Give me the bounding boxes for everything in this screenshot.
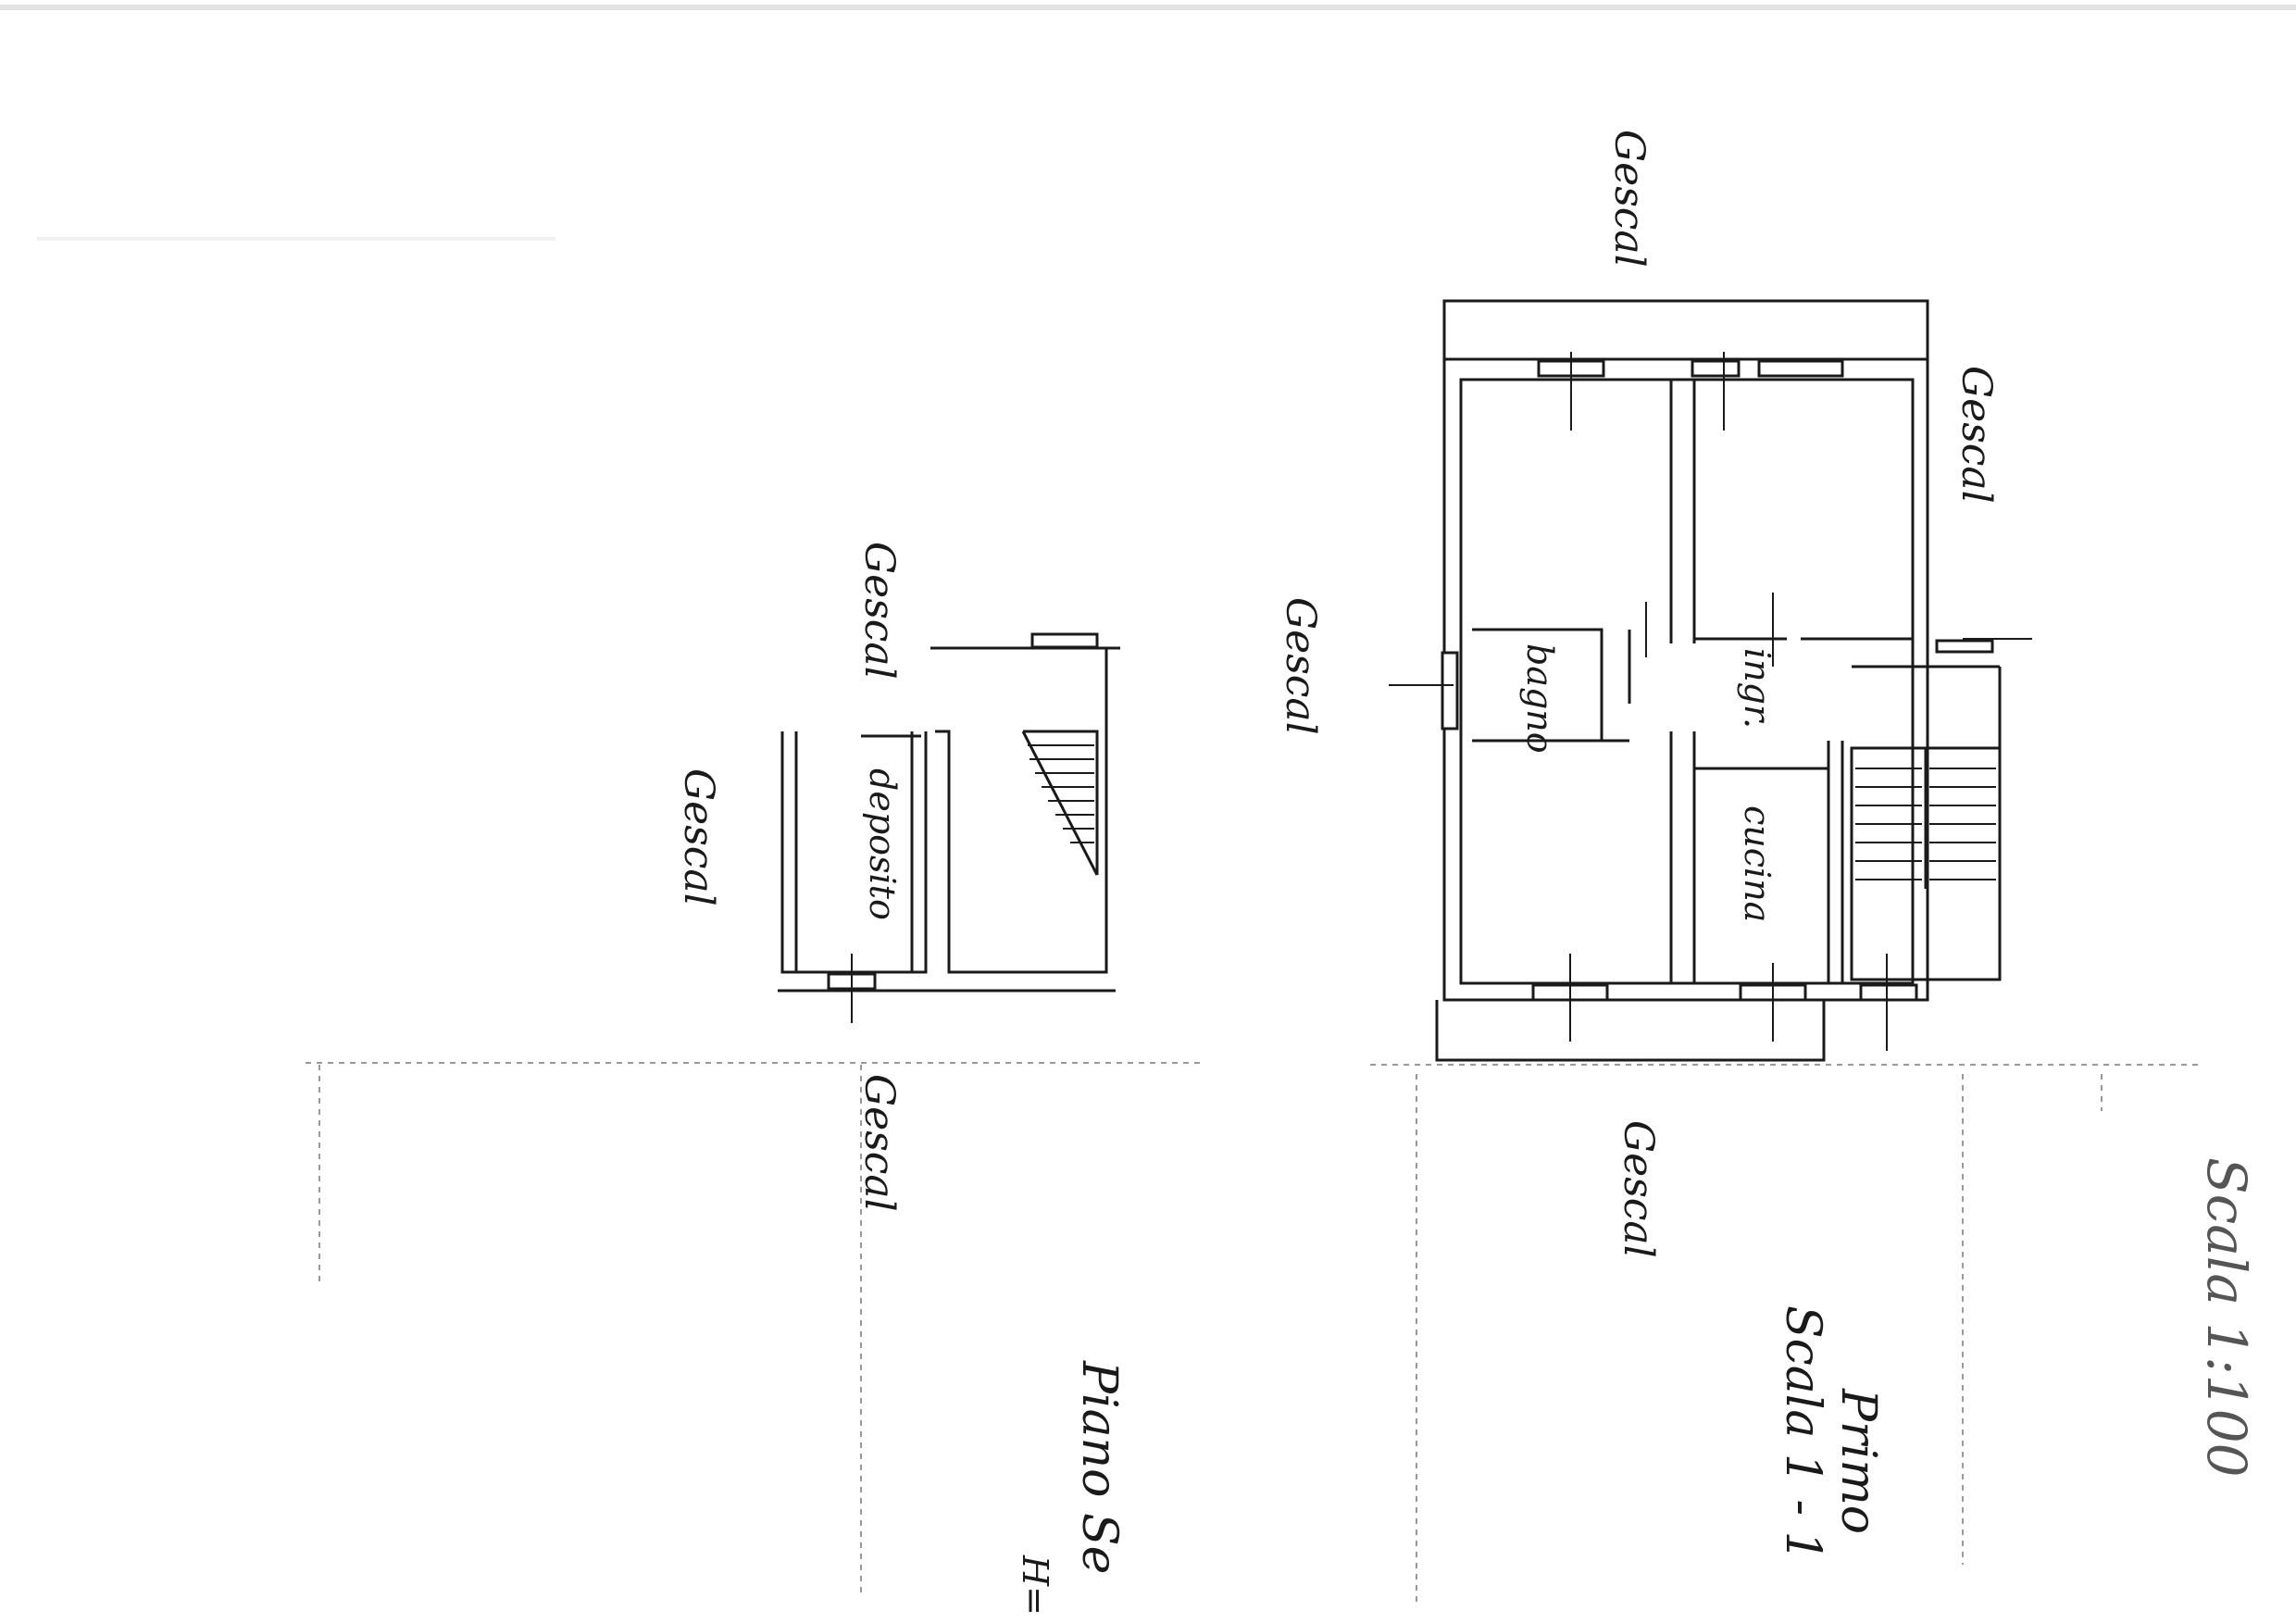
first-floor-scale-note: Scala 1 - 1 (1775, 1305, 1830, 1562)
room-label-ingresso: ingr. (1737, 648, 1778, 729)
label-gescal-right: Gescal (1953, 366, 2000, 504)
label-gescal-ground-bottom: Gescal (855, 1074, 903, 1212)
room-label-deposito: deposito (862, 768, 903, 920)
first-floor-stair-treads (1855, 768, 1996, 880)
room-label-bagno: bagno (1519, 643, 1560, 754)
first-floor-window-axes (1389, 352, 2032, 1051)
boundary-lines (306, 1062, 2203, 1602)
label-gescal-top: Gescal (1605, 130, 1653, 268)
ground-floor-height-note: H= (1015, 1554, 1055, 1616)
ground-floor-plan (778, 646, 1120, 993)
label-gescal-ground-top: Gescal (855, 542, 903, 680)
ground-floor-stair-treads (1028, 744, 1094, 843)
label-gescal-ground-left: Gescal (675, 768, 722, 906)
ground-floor-title: Piano Se (1071, 1360, 1127, 1574)
ground-floor-windows (827, 632, 1099, 991)
label-gescal-middle: Gescal (1277, 597, 1324, 735)
label-gescal-below-first-floor: Gescal (1615, 1120, 1662, 1258)
drawing-scale-note: Scala 1:100 (2195, 1157, 2258, 1478)
room-label-cucina: cucina (1737, 805, 1778, 922)
first-floor-plan (1435, 299, 2002, 1062)
first-floor-title: Primo (1830, 1388, 1886, 1534)
